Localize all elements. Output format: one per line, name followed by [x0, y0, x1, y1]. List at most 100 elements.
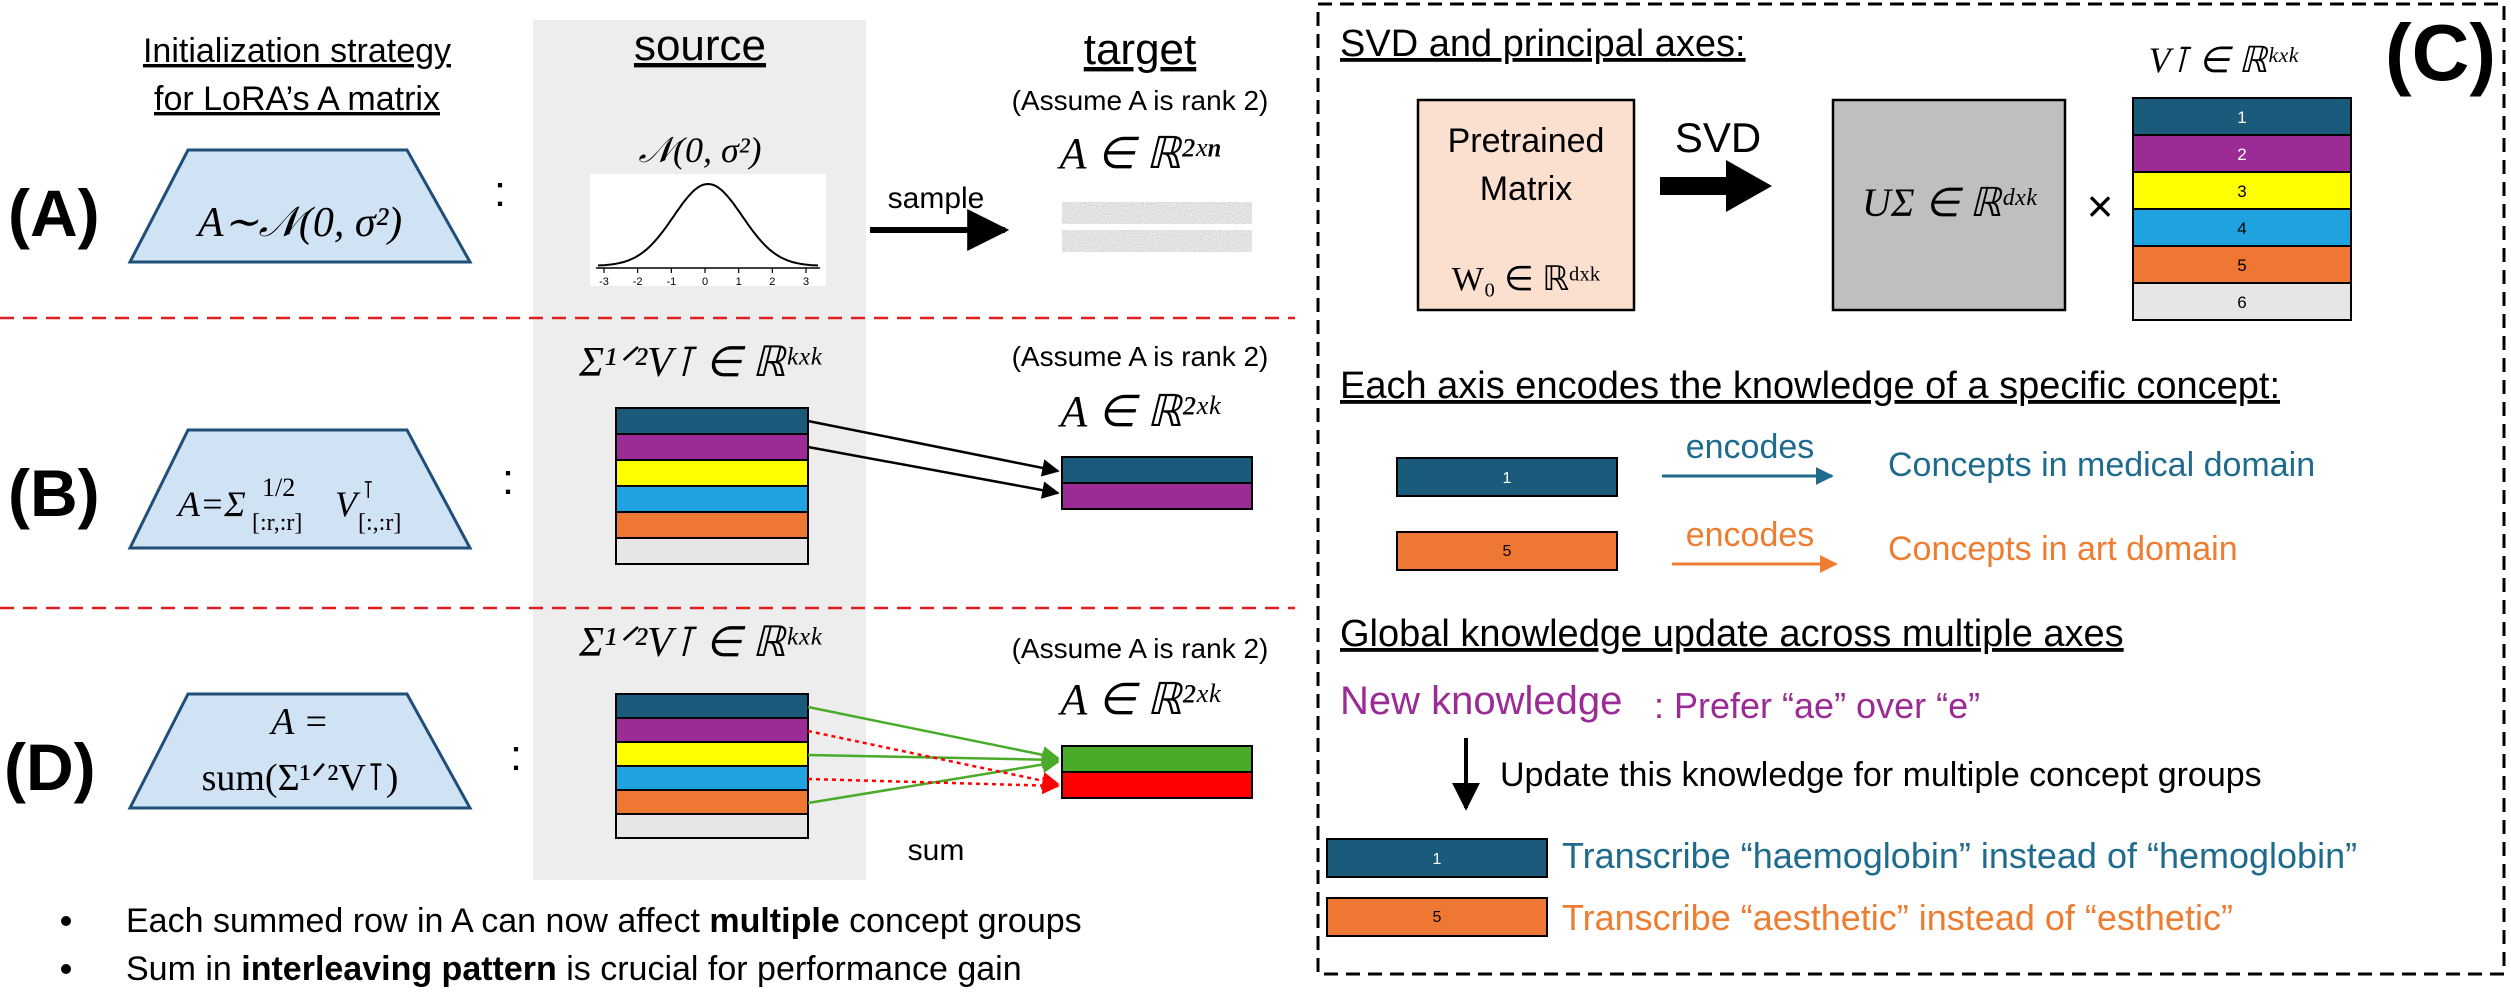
row-d-target-formula: A ∈ ℝ²ˣᵏ — [1057, 675, 1221, 724]
row-b-formula-sub: [:r,:r] — [252, 510, 302, 536]
sample-arrow-label: sample — [888, 182, 985, 215]
gaussian-tick-label-5: 2 — [769, 276, 775, 288]
gaussian-tick-label-2: -1 — [666, 276, 676, 288]
row-d-green-arrow-5 — [807, 755, 1060, 805]
row-d-trapezoid — [127, 692, 473, 810]
row-d-colon: : — [510, 731, 522, 780]
row-b-target-formula: A ∈ ℝ²ˣᵏ — [1057, 387, 1221, 436]
row-d-assume-text: (Assume A is rank 2) — [1012, 633, 1269, 664]
gaussian-plot-bg — [590, 174, 826, 286]
row-a-formula: A∼𝒩(0, σ²) — [195, 200, 402, 246]
source-title: source — [634, 21, 766, 70]
row-d-formula-line2: sum(Σ¹ᐟ²V⊺) — [202, 757, 399, 799]
vt-row-6 — [2132, 282, 2352, 321]
row-d-source-row-4 — [615, 765, 809, 791]
encode-row-1-bar — [1396, 457, 1618, 497]
vt-row-2 — [2132, 134, 2352, 173]
update-text: Update this knowledge for multiple conce… — [1500, 756, 2262, 794]
row-d-source-row-5 — [615, 789, 809, 815]
times-sign: × — [2087, 180, 2114, 232]
transcribe-row-5-number: 5 — [1433, 909, 1442, 926]
pretrained-matrix-box — [1416, 98, 1636, 312]
row-d-source-row-6 — [615, 813, 809, 839]
row-d-target-row-2 — [1061, 771, 1253, 799]
row-d-green-arrow-1 — [807, 705, 1060, 764]
svg-text:A=Σ: A=Σ — [176, 484, 246, 524]
row-d-source-row-1 — [615, 693, 809, 719]
row-b-label: (B) — [8, 456, 100, 530]
svd-title: SVD and principal axes: — [1340, 23, 1746, 65]
row-b-formula-vsup: ⊺ — [362, 478, 375, 504]
row-b-arrow-2 — [807, 445, 1060, 499]
row-b-source-formula: Σ¹ᐟ²V⊺ ∈ ℝᵏˣᵏ — [578, 340, 823, 386]
vt-row-4 — [2132, 208, 2352, 247]
row-a-label: (A) — [8, 176, 100, 250]
encode-1-concept: Concepts in medical domain — [1888, 446, 2315, 484]
row-b-arrow-1 — [807, 419, 1060, 477]
vt-row-5 — [2132, 245, 2352, 284]
row-d-source-row-2 — [615, 717, 809, 743]
gaussian-ticks: -3 -2 -1 0 1 2 3 — [599, 268, 809, 288]
gaussian-tick-label-0: -3 — [599, 276, 609, 288]
row-d-red-arrow-2 — [807, 729, 1060, 790]
encode-row-5-number: 5 — [1503, 543, 1512, 560]
row-b-source-matrix — [615, 407, 809, 565]
noise-row-2 — [1062, 230, 1252, 252]
row-b-source-row-2 — [615, 433, 809, 461]
gaussian-curve — [597, 182, 819, 267]
row-b-colon: : — [502, 455, 514, 504]
row-b-source-row-5 — [615, 511, 809, 539]
row-b-source-row-4 — [615, 485, 809, 513]
row-b-trapezoid — [127, 428, 473, 550]
row-d-green-arrow-3 — [807, 750, 1060, 769]
init-title-line1: Initialization strategy — [143, 32, 451, 70]
vt-row-label-5: 5 — [2237, 256, 2246, 275]
gaussian-tick-label-3: 0 — [702, 276, 708, 288]
row-b-source-row-3 — [615, 459, 809, 487]
row-a-trapezoid — [127, 148, 473, 264]
axis-title: Each axis encodes the knowledge of a spe… — [1340, 365, 2280, 407]
transcribe-row-1-number: 1 — [1433, 851, 1442, 868]
row-d-source-row-3 — [615, 741, 809, 767]
gaussian-tick-label-6: 3 — [803, 276, 809, 288]
sum-label: sum — [908, 834, 965, 867]
bullet-1: Each summed row in A can now affect mult… — [126, 902, 1082, 940]
row-b-formula-main: A=Σ — [176, 484, 246, 524]
row-d-red-arrow-4 — [807, 776, 1060, 795]
new-knowledge-label: New knowledge — [1340, 679, 1622, 723]
target-assume-text: (Assume A is rank 2) — [1012, 85, 1269, 116]
pretrained-formula: W₀ ∈ ℝᵈˣᵏ — [1452, 261, 1601, 298]
vt-row-label-2: 2 — [2237, 145, 2246, 164]
gaussian-tick-label-1: -2 — [633, 276, 643, 288]
target-title: target — [1084, 25, 1197, 74]
row-d-label: (D) — [4, 730, 96, 804]
encode-row-1-number: 1 — [1503, 470, 1512, 487]
transcribe-row-1-bar — [1326, 838, 1548, 878]
row-d-formula-line1: A = — [268, 701, 329, 743]
noise-row-1 — [1062, 202, 1252, 224]
vt-row-label-3: 3 — [2237, 182, 2246, 201]
row-b-assume-text: (Assume A is rank 2) — [1012, 341, 1269, 372]
prefer-text: : Prefer “ae” over “e” — [1654, 685, 1980, 726]
panel-c-label: (C) — [2385, 8, 2496, 97]
transcribe-2-text: Transcribe “aesthetic” instead of “esthe… — [1562, 897, 2233, 938]
row-b-formula-v: V — [335, 484, 361, 524]
row-d-source-formula: Σ¹ᐟ²V⊺ ∈ ℝᵏˣᵏ — [578, 620, 823, 666]
gaussian-tick-label-4: 1 — [736, 276, 742, 288]
pretrained-line2: Matrix — [1480, 170, 1573, 208]
row-b-formula: A=Σ 1/2 [:r,:r] V ⊺ [:,:r] — [176, 473, 401, 536]
transcribe-row-5-bar — [1326, 897, 1548, 937]
encode-2-concept: Concepts in art domain — [1888, 530, 2238, 568]
transcribe-1-text: Transcribe “haemoglobin” instead of “hem… — [1562, 835, 2357, 876]
row-b-formula-sup: 1/2 — [262, 473, 295, 502]
bullet-dot-2 — [61, 964, 71, 974]
vt-row-label-1: 1 — [2237, 108, 2246, 127]
encode-1-label: encodes — [1686, 428, 1815, 466]
global-title: Global knowledge update across multiple … — [1340, 613, 2124, 655]
encode-row-5-bar — [1396, 531, 1618, 571]
usigma-formula: UΣ ∈ ℝᵈˣᵏ — [1862, 180, 2038, 225]
usigma-box — [1831, 98, 2067, 312]
